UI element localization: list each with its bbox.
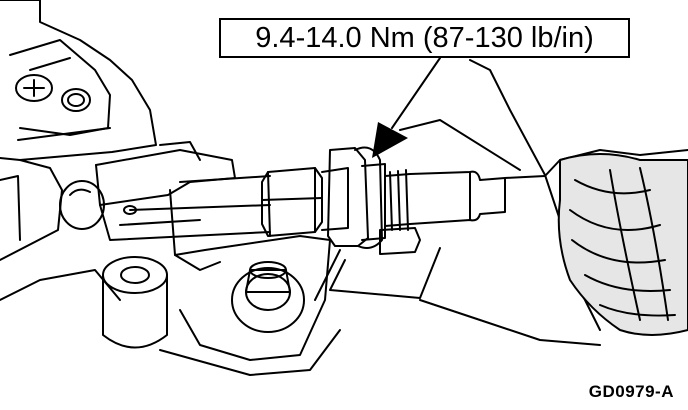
mounting-bolt	[231, 261, 305, 333]
bushing	[102, 256, 168, 349]
torque-spec-callout: 9.4-14.0 Nm (87-130 lb/in)	[219, 18, 630, 58]
torque-leader	[372, 57, 441, 158]
housing-screw	[15, 74, 91, 112]
rod-tip	[409, 170, 546, 225]
hex-fitting	[261, 167, 323, 237]
locknut	[354, 146, 383, 249]
torque-spec-text: 9.4-14.0 Nm (87-130 lb/in)	[255, 21, 594, 54]
upper-housing	[0, 0, 157, 161]
figure-id: GD0979-A	[588, 382, 674, 401]
threaded-section	[321, 147, 411, 247]
rubber-boot	[557, 153, 688, 336]
shift-rod	[99, 175, 271, 241]
mounting-plate	[159, 235, 341, 376]
arrow-icon	[372, 122, 408, 158]
